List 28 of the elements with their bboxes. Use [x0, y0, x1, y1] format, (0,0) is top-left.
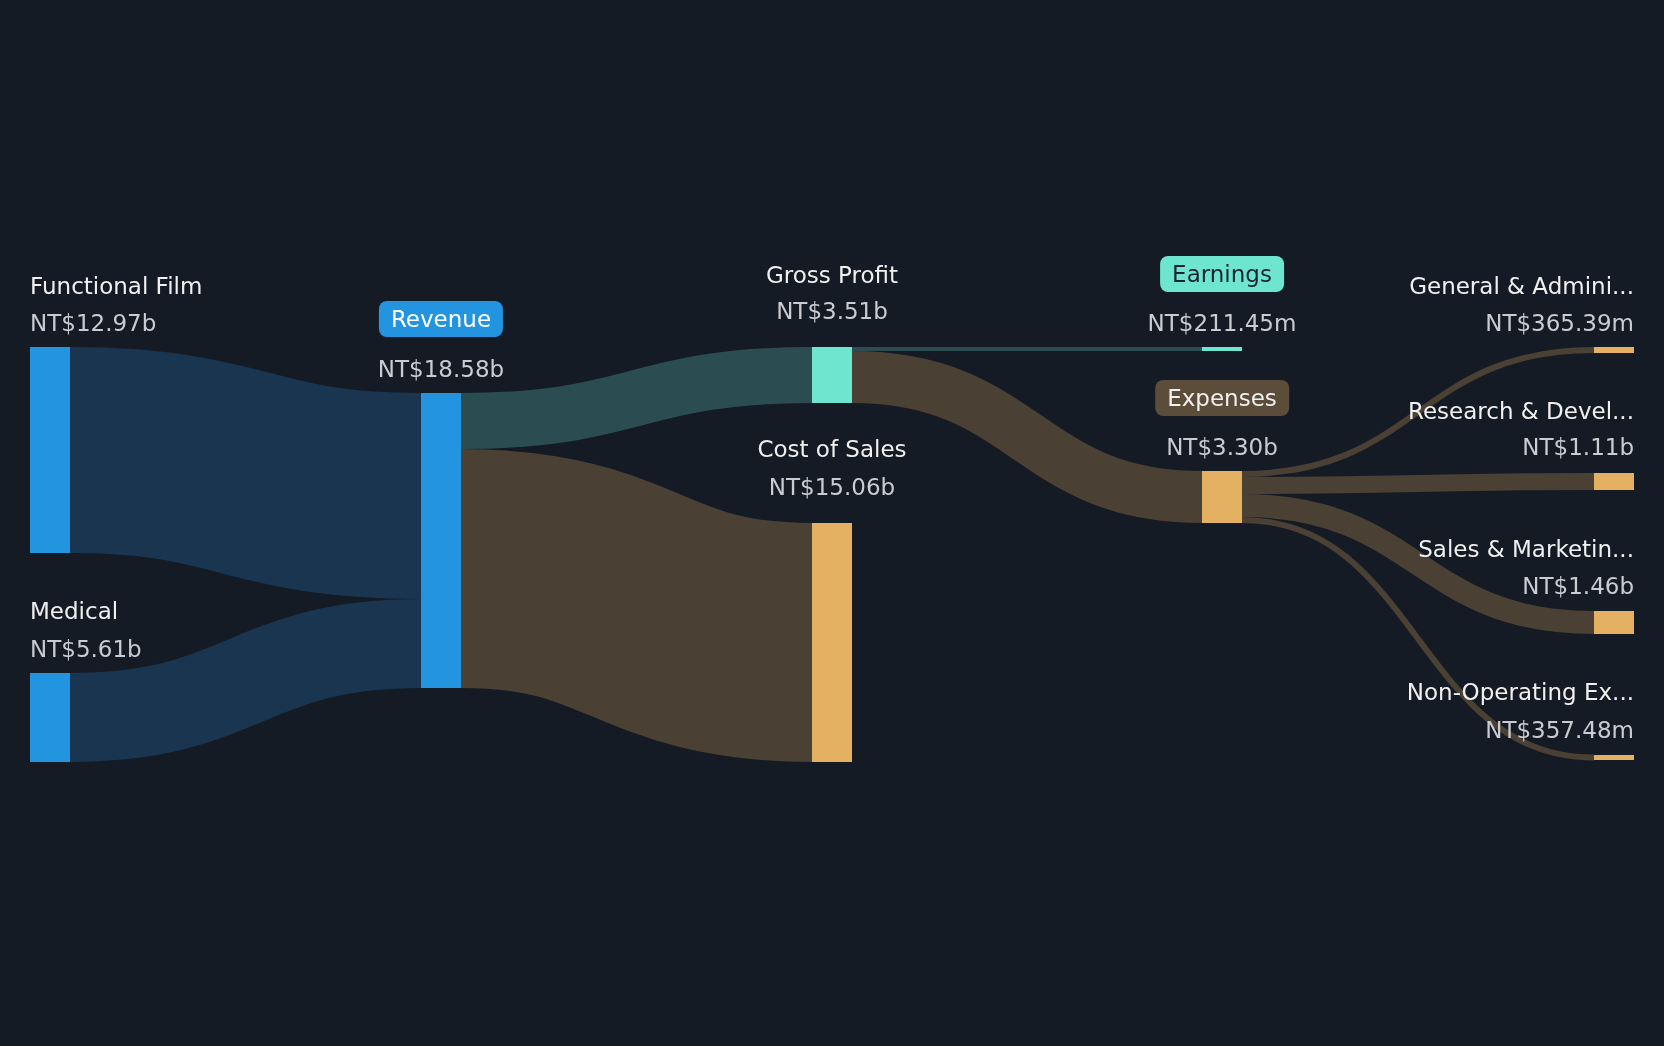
node-label: Research & Devel... [1408, 397, 1634, 426]
flow-band [852, 347, 1202, 351]
node-label: Gross Profit [765, 261, 899, 290]
flow-band [1241, 494, 1595, 634]
node-label: Non-Operating Ex... [1406, 678, 1634, 707]
node-label: Sales & Marketin... [1418, 535, 1634, 564]
pill-label: Revenue [378, 301, 504, 337]
pill-label: Expenses [1155, 380, 1289, 416]
value-label: NT$211.45m [1147, 309, 1297, 338]
node-label: Medical [30, 597, 119, 626]
flow-band [1241, 517, 1595, 761]
value-label: NT$5.61b [30, 635, 142, 664]
value-label: NT$15.06b [768, 473, 896, 502]
flow-band [460, 347, 813, 449]
value-label: NT$3.30b [1166, 433, 1278, 462]
value-label: NT$357.48m [1485, 716, 1634, 745]
flow-band [1241, 473, 1595, 494]
value-label: NT$18.58b [377, 355, 505, 384]
value-label: NT$365.39m [1485, 309, 1634, 338]
node-label: Functional Film [30, 272, 203, 301]
node-label: Cost of Sales [757, 435, 907, 464]
value-label: NT$1.46b [1522, 572, 1634, 601]
value-label: NT$3.51b [776, 297, 888, 326]
pill-label: Earnings [1160, 256, 1284, 292]
flow-band [1241, 347, 1595, 477]
value-label: NT$1.11b [1522, 433, 1634, 462]
value-label: NT$12.97b [30, 309, 157, 338]
node-label: General & Admini... [1409, 272, 1634, 301]
